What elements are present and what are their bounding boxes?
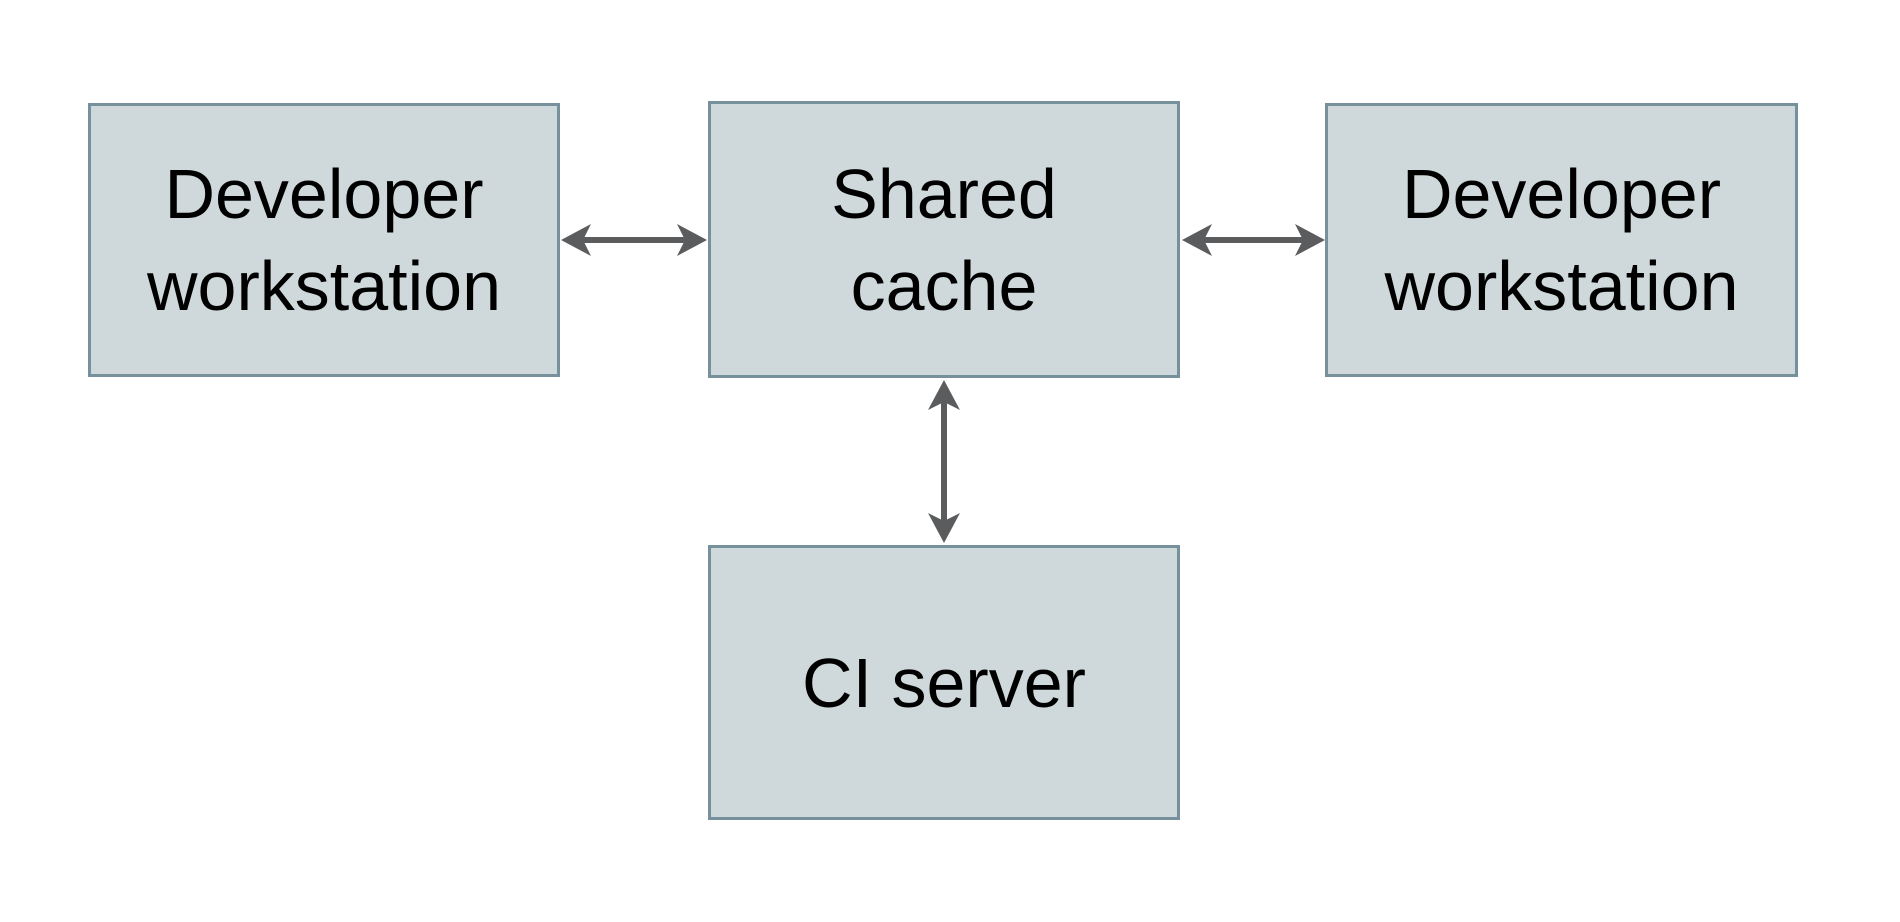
node-label-line: Shared	[831, 154, 1057, 233]
node-label-line: Developer	[1401, 155, 1722, 233]
arrowhead-right-icon	[677, 224, 707, 256]
arrowhead-up-icon	[928, 380, 960, 410]
arrow-cache-devright	[1182, 224, 1325, 256]
node-label-line: Developer	[164, 155, 484, 233]
node-label-line: CI server	[802, 643, 1086, 722]
arrowhead-down-icon	[928, 513, 960, 543]
arrowhead-left-icon	[1182, 224, 1212, 256]
node-shared-cache: Shared cache	[708, 101, 1180, 378]
node-developer-workstation-left: Developer workstation	[88, 103, 560, 377]
node-developer-workstation-right: Developer workstation	[1325, 103, 1798, 377]
node-label-line: workstation	[1384, 247, 1739, 325]
arrow-devleft-cache	[561, 224, 707, 256]
node-ci-server: CI server	[708, 545, 1180, 820]
node-label-line: workstation	[146, 247, 502, 325]
arrowhead-left-icon	[561, 224, 591, 256]
node-label-line: cache	[850, 246, 1038, 325]
arrowhead-right-icon	[1295, 224, 1325, 256]
arrow-cache-ciserver	[928, 380, 960, 543]
